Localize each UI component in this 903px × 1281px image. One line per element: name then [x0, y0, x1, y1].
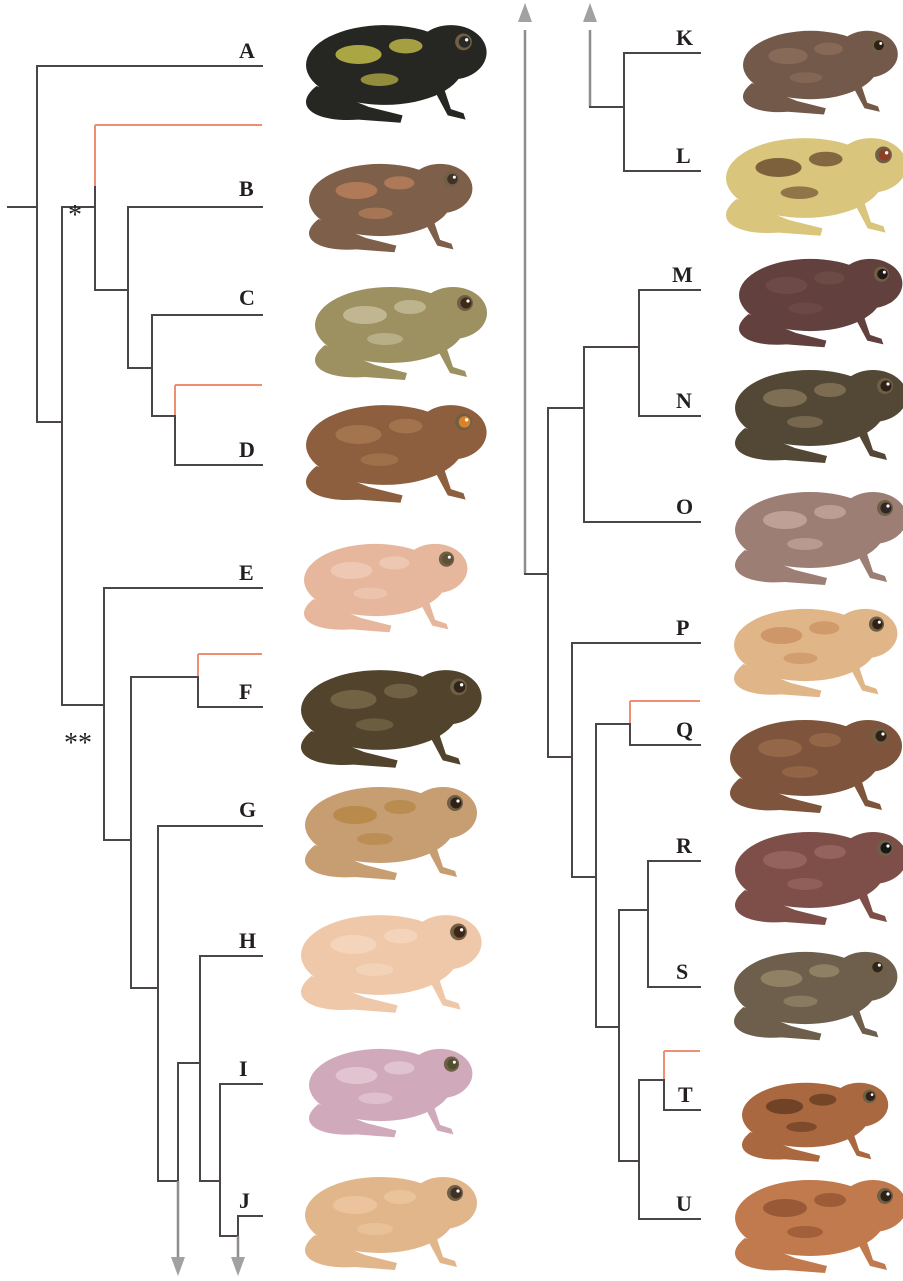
tip-label-p: P [676, 615, 689, 640]
tip-label-s: S [676, 959, 688, 984]
tip-label-o: O [676, 494, 693, 519]
tip-label-c: C [239, 285, 255, 310]
up-arrow-icon [583, 3, 597, 22]
tip-label-k: K [676, 25, 693, 50]
tip-label-f: F [239, 679, 252, 704]
tip-label-e: E [239, 560, 254, 585]
tip-label-r: R [676, 833, 693, 858]
left-continuation-arrows [171, 1181, 245, 1276]
tip-label-l: L [676, 143, 691, 168]
frog-photo-s [734, 952, 897, 1040]
frog-photos [301, 25, 903, 1273]
tip-label-g: G [239, 797, 256, 822]
down-arrow-icon [231, 1257, 245, 1276]
frog-photo-e [304, 544, 467, 632]
frog-photo-c [315, 287, 487, 380]
down-arrow-icon [171, 1257, 185, 1276]
frog-photo-f [301, 670, 482, 768]
tip-label-t: T [678, 1082, 693, 1107]
tip-label-j: J [239, 1188, 250, 1213]
frog-photo-q [730, 720, 902, 813]
tip-label-d: D [239, 437, 255, 462]
frog-photo-i [309, 1049, 472, 1137]
up-arrow-icon [518, 3, 532, 22]
tip-labels: A B C D E F G H I J K L M N O P Q R S T … [239, 25, 693, 1216]
frog-photo-g [305, 787, 477, 880]
frog-photo-l [726, 138, 903, 236]
frog-photo-p [734, 609, 897, 697]
tip-label-i: I [239, 1056, 248, 1081]
frog-photo-m [739, 259, 902, 347]
frog-photo-j [305, 1177, 477, 1270]
tip-label-b: B [239, 176, 254, 201]
frog-photo-o [735, 492, 903, 585]
right-continuation-arrows [518, 3, 597, 22]
tip-label-a: A [239, 38, 255, 63]
node-marker-double: ** [64, 728, 92, 759]
frog-photo-u [735, 1180, 903, 1273]
tip-label-u: U [676, 1191, 692, 1216]
frog-photo-n [735, 370, 903, 463]
frog-photo-h [301, 915, 482, 1013]
frog-photo-d [306, 405, 487, 503]
tip-label-m: M [672, 262, 693, 287]
frog-photo-t [742, 1083, 888, 1162]
left-tree-branches [8, 66, 262, 1236]
tip-label-h: H [239, 928, 256, 953]
tip-label-q: Q [676, 717, 693, 742]
frog-photo-r [735, 832, 903, 925]
frog-photo-k [743, 31, 898, 115]
tip-label-n: N [676, 388, 692, 413]
right-tree-branches [525, 30, 700, 1219]
node-marker-single: * [68, 200, 82, 231]
frog-photo-b [309, 164, 472, 252]
frog-photo-a [306, 25, 487, 123]
